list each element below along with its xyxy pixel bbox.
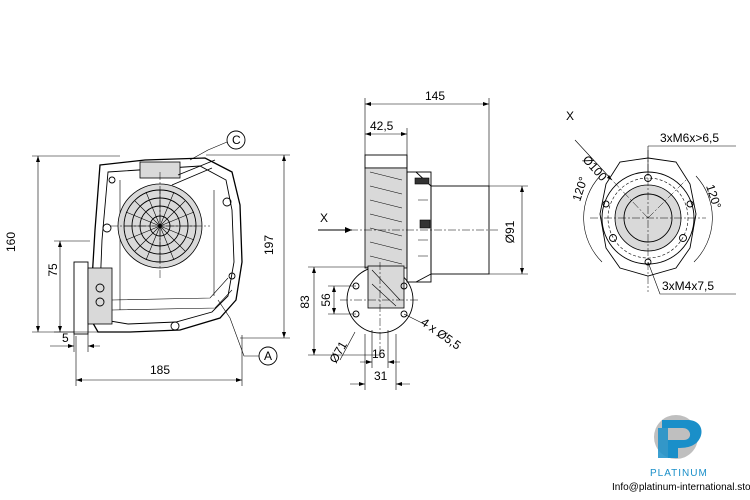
angle-left: 120° — [570, 175, 591, 203]
brand-name: PLATINUM — [650, 468, 708, 479]
dim-dia91: Ø91 — [489, 185, 528, 275]
dim-145: 145 — [364, 89, 490, 186]
dim-185-label: 185 — [150, 363, 170, 377]
angle-right: 120° — [703, 183, 724, 211]
dim-83-label: 83 — [298, 295, 312, 309]
dim-160: 160 — [4, 155, 120, 333]
dim-16-label: 16 — [372, 347, 386, 361]
dim-16: 16 — [360, 330, 400, 368]
dim-75: 75 — [46, 240, 90, 333]
brand-email[interactable]: Info@platinum-international.store — [612, 482, 750, 493]
detail-view-x: X Ø100 120° 120° 3xM6x>6,5 — [566, 109, 736, 295]
dim-197-label: 197 — [262, 235, 276, 255]
dim-31: 31 — [350, 334, 410, 390]
dim-dia71: Ø71 — [326, 331, 356, 366]
callout-a: A — [217, 299, 278, 366]
detail-view-title: X — [566, 109, 574, 123]
dim-5-label: 5 — [62, 331, 69, 345]
thread-bottom: 3xM4x7,5 — [647, 261, 736, 295]
dim-75-label: 75 — [46, 263, 60, 277]
dim-145-label: 145 — [425, 89, 445, 103]
dim-185: 185 — [75, 335, 243, 386]
dim-holes-label: 4 x Ø5,5 — [418, 315, 463, 353]
view-marker-x: X — [318, 211, 352, 233]
dim-83: 83 — [298, 266, 380, 356]
dim-56-label: 56 — [319, 293, 333, 307]
dim-56: 56 — [319, 285, 356, 315]
callout-c-label: C — [232, 133, 241, 147]
dim-31-label: 31 — [374, 369, 388, 383]
dim-42-5-label: 42,5 — [370, 119, 394, 133]
dim-dia91-label: Ø91 — [503, 220, 517, 243]
dim-dia71-label: Ø71 — [326, 339, 350, 366]
callout-a-label: A — [264, 349, 272, 363]
dim-42-5: 42,5 — [365, 119, 408, 172]
thread-top: 3xM6x>6,5 — [647, 131, 736, 174]
thread-bottom-label: 3xM4x7,5 — [662, 279, 714, 293]
side-housing — [364, 154, 490, 283]
side-view: 145 42,5 Ø91 X 83 — [298, 89, 528, 390]
view-marker-x-label: X — [320, 211, 328, 225]
platinum-logo-icon — [654, 415, 702, 459]
dim-5: 5 — [50, 331, 100, 352]
dim-160-label: 160 — [4, 232, 18, 252]
front-view: 185 160 75 197 5 — [4, 130, 290, 386]
dim-197: 197 — [206, 154, 290, 339]
callout-c: C — [189, 130, 246, 161]
front-housing — [73, 157, 243, 335]
dim-holes: 4 x Ø5,5 — [403, 313, 464, 353]
thread-top-label: 3xM6x>6,5 — [660, 131, 719, 145]
